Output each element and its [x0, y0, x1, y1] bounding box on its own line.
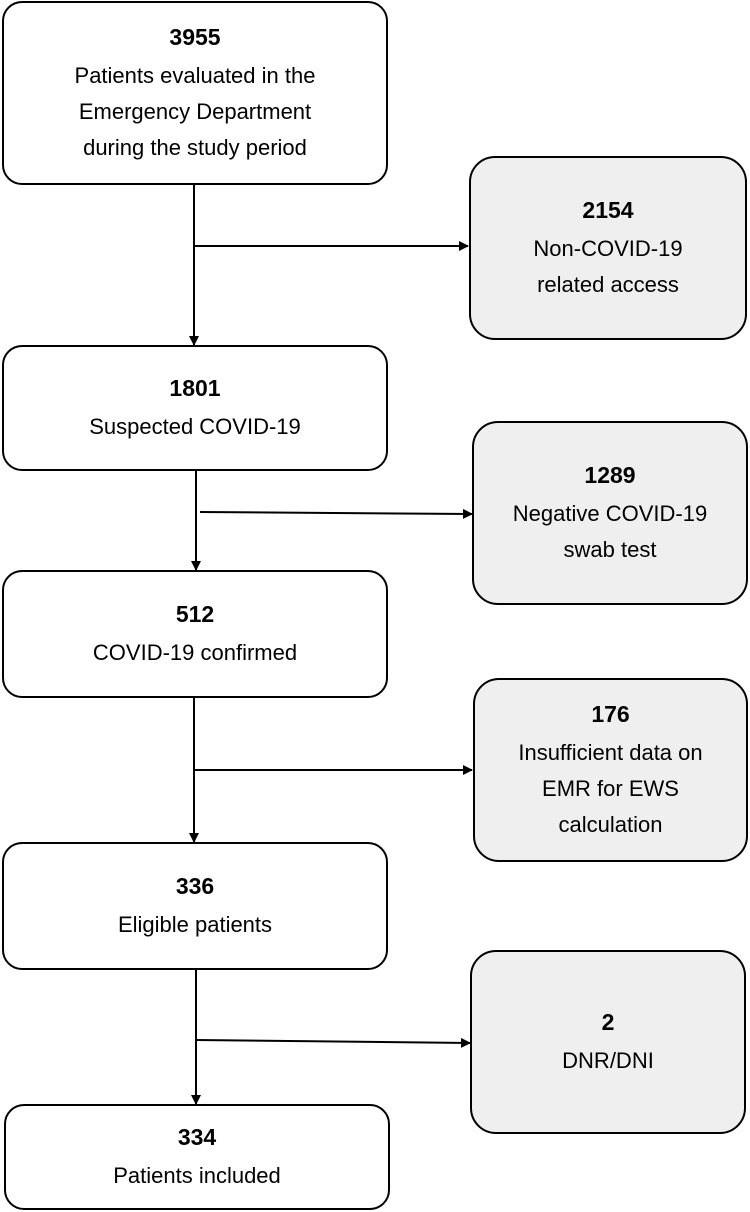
label-eligible: Eligible patients	[118, 907, 272, 943]
label-negative-swab-line-1: Negative COVID-19	[512, 501, 708, 526]
count-insufficient-data: 176	[591, 701, 630, 727]
count-negative-swab: 1289	[584, 462, 636, 488]
label-confirmed-line-1: COVID-19 confirmed	[92, 640, 298, 665]
label-eligible-line-1: Eligible patients	[117, 912, 273, 937]
box-dnr-dni: 2 DNR/DNI	[470, 950, 746, 1134]
label-insufficient-data-line-2: EMR for EWS	[542, 776, 679, 801]
box-non-covid: 2154 Non-COVID-19 related access	[469, 156, 747, 340]
box-evaluated: 3955 Patients evaluated in the Emergency…	[2, 1, 388, 185]
label-insufficient-data-line-1: Insufficient data on	[518, 740, 703, 765]
label-non-covid-line-1: Non-COVID-19	[533, 236, 683, 261]
label-evaluated-line-3: during the study period	[83, 135, 307, 160]
label-included: Patients included	[113, 1158, 281, 1194]
box-suspected: 1801 Suspected COVID-19	[2, 345, 388, 471]
label-negative-swab: Negative COVID-19 swab test	[513, 496, 707, 568]
count-non-covid: 2154	[582, 197, 634, 223]
label-suspected: Suspected COVID-19	[89, 409, 301, 445]
count-dnr-dni: 2	[601, 1009, 615, 1035]
label-suspected-line-1: Suspected COVID-19	[89, 414, 301, 439]
label-negative-swab-line-2: swab test	[563, 537, 657, 562]
label-non-covid: Non-COVID-19 related access	[533, 231, 682, 303]
label-dnr-dni: DNR/DNI	[562, 1043, 654, 1079]
count-eligible: 336	[175, 873, 215, 899]
label-non-covid-line-2: related access	[537, 272, 679, 297]
label-insufficient-data-line-3: calculation	[558, 812, 663, 837]
count-evaluated: 3955	[169, 24, 221, 50]
box-included: 334 Patients included	[4, 1104, 390, 1210]
label-evaluated-line-2: Emergency Department	[78, 99, 312, 124]
label-included-line-1: Patients included	[113, 1163, 281, 1188]
box-eligible: 336 Eligible patients	[2, 842, 388, 970]
label-evaluated: Patients evaluated in the Emergency Depa…	[75, 58, 316, 166]
box-insufficient-data: 176 Insufficient data on EMR for EWS cal…	[473, 678, 748, 862]
arrow-to-negative-swab	[199, 508, 473, 519]
count-included: 334	[177, 1124, 217, 1150]
label-insufficient-data: Insufficient data on EMR for EWS calcula…	[518, 735, 702, 843]
count-confirmed: 512	[175, 601, 215, 627]
label-evaluated-line-1: Patients evaluated in the	[74, 63, 316, 88]
arrow-to-dnr-dni	[195, 1037, 471, 1048]
count-suspected: 1801	[169, 375, 221, 401]
box-negative-swab: 1289 Negative COVID-19 swab test	[472, 421, 748, 605]
label-confirmed: COVID-19 confirmed	[93, 635, 297, 671]
label-dnr-dni-line-1: DNR/DNI	[562, 1048, 654, 1073]
box-confirmed: 512 COVID-19 confirmed	[2, 570, 388, 698]
